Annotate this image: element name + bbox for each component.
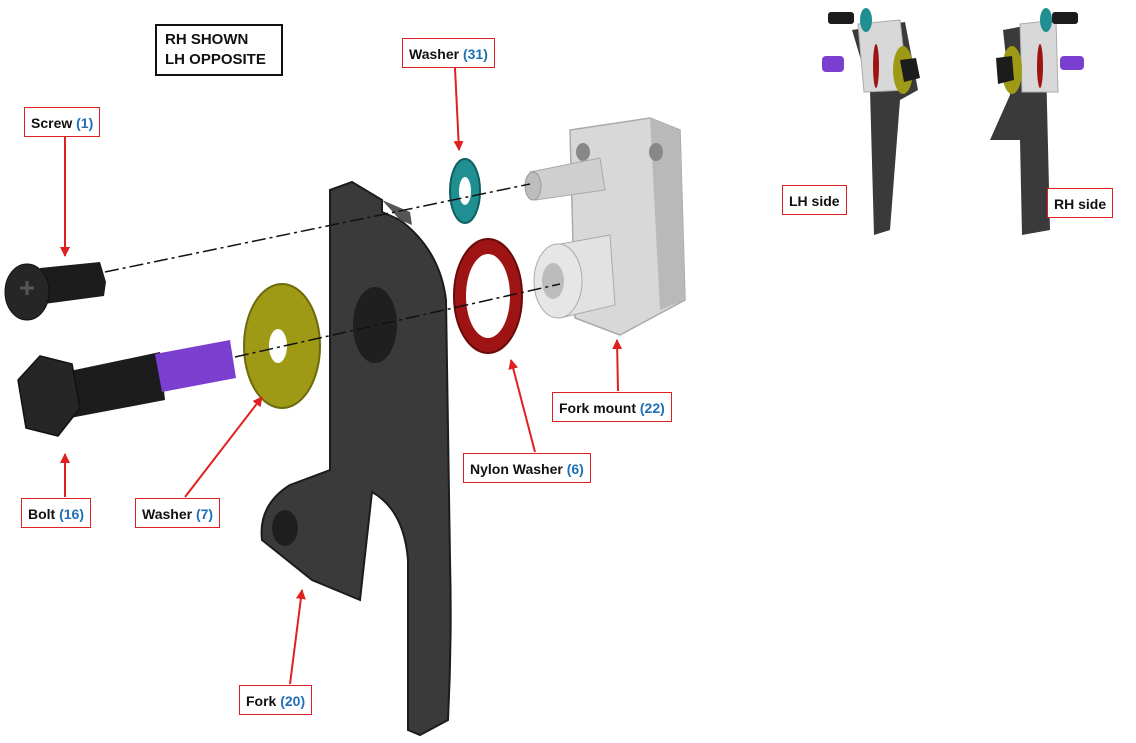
callout-fork-mount-number: (22) bbox=[639, 400, 665, 416]
bolt-threaded-end bbox=[155, 340, 236, 392]
orientation-note: RH SHOWN LH OPPOSITE bbox=[155, 24, 283, 76]
lh-side-view bbox=[822, 8, 920, 235]
washer-31-part bbox=[449, 158, 481, 224]
callout-washer-7: Washer (7) bbox=[135, 498, 221, 528]
lh-nylon-washer bbox=[873, 44, 879, 88]
fork-body bbox=[260, 180, 452, 737]
callout-washer-7-number: (7) bbox=[195, 506, 214, 522]
fork-mount-side bbox=[650, 118, 685, 310]
label-lh-side-text: LH side bbox=[789, 193, 840, 209]
bolt-shank bbox=[65, 352, 165, 418]
callout-bolt: Bolt (16) bbox=[21, 498, 92, 528]
fork-mount-hole-left bbox=[576, 143, 590, 161]
callout-nylon-washer-label: Nylon Washer bbox=[470, 461, 563, 477]
callout-screw-label: Screw bbox=[31, 115, 73, 131]
fork-mount-pin-end bbox=[524, 171, 542, 201]
lh-bolt-head bbox=[900, 58, 920, 82]
centerlines bbox=[104, 183, 561, 358]
rh-nylon-washer bbox=[1037, 44, 1043, 88]
callout-fork-mount: Fork mount (22) bbox=[552, 392, 672, 422]
screw-drive-recess bbox=[20, 281, 34, 295]
arrow-washer-31 bbox=[453, 67, 464, 151]
callout-arrows bbox=[60, 67, 623, 685]
bolt-part bbox=[17, 340, 236, 437]
lh-bolt-end bbox=[822, 56, 844, 72]
fork-top-edge bbox=[382, 200, 412, 225]
callout-washer-31: Washer (31) bbox=[402, 38, 495, 68]
bolt-centerline bbox=[234, 283, 561, 358]
callout-bolt-label: Bolt bbox=[28, 506, 56, 522]
callout-washer-7-label: Washer bbox=[142, 506, 193, 522]
rh-bolt-head bbox=[996, 56, 1014, 84]
note-line-1: RH SHOWN bbox=[165, 31, 249, 48]
fork-part bbox=[260, 180, 452, 737]
callout-washer-31-label: Washer bbox=[409, 46, 460, 62]
callout-washer-31-number: (31) bbox=[462, 46, 488, 62]
lh-screw bbox=[828, 12, 854, 24]
screw-centerline bbox=[104, 183, 531, 273]
bolt-hex-head bbox=[17, 355, 81, 437]
fork-mount-part bbox=[524, 117, 686, 336]
arrow-fork-mount bbox=[612, 339, 623, 392]
washer-31-hole bbox=[459, 177, 471, 205]
callout-screw-number: (1) bbox=[76, 115, 94, 131]
rh-side-view bbox=[990, 8, 1084, 235]
callout-fork: Fork (20) bbox=[239, 685, 313, 715]
rh-screw bbox=[1052, 12, 1078, 24]
screw-part bbox=[4, 262, 106, 321]
fork-lower-hole bbox=[272, 510, 298, 546]
lh-teal-washer bbox=[860, 8, 872, 32]
callout-nylon-washer-number: (6) bbox=[566, 461, 584, 477]
arrow-washer-7 bbox=[184, 396, 263, 498]
callout-screw: Screw (1) bbox=[24, 107, 101, 137]
callout-fork-number: (20) bbox=[280, 693, 306, 709]
callout-bolt-number: (16) bbox=[59, 506, 85, 522]
callout-nylon-washer: Nylon Washer (6) bbox=[463, 453, 591, 483]
fork-mount-boss-bore bbox=[542, 263, 564, 299]
washer-7-part bbox=[243, 283, 321, 409]
callout-fork-mount-label: Fork mount bbox=[559, 400, 636, 416]
screw-shank bbox=[40, 262, 106, 304]
arrow-nylon-washer bbox=[508, 359, 536, 453]
nylon-washer-part bbox=[453, 238, 523, 354]
label-rh-side: RH side bbox=[1047, 188, 1114, 218]
label-rh-side-text: RH side bbox=[1054, 196, 1107, 212]
rh-teal-washer bbox=[1040, 8, 1052, 32]
nylon-washer-hole bbox=[466, 254, 510, 338]
arrow-fork bbox=[289, 589, 306, 685]
label-lh-side: LH side bbox=[782, 185, 847, 215]
fork-mount-hole-right bbox=[649, 143, 663, 161]
note-line-2: LH OPPOSITE bbox=[165, 51, 266, 68]
callout-fork-label: Fork bbox=[246, 693, 277, 709]
rh-bolt-end bbox=[1060, 56, 1084, 70]
washer-7-hole bbox=[269, 329, 287, 363]
